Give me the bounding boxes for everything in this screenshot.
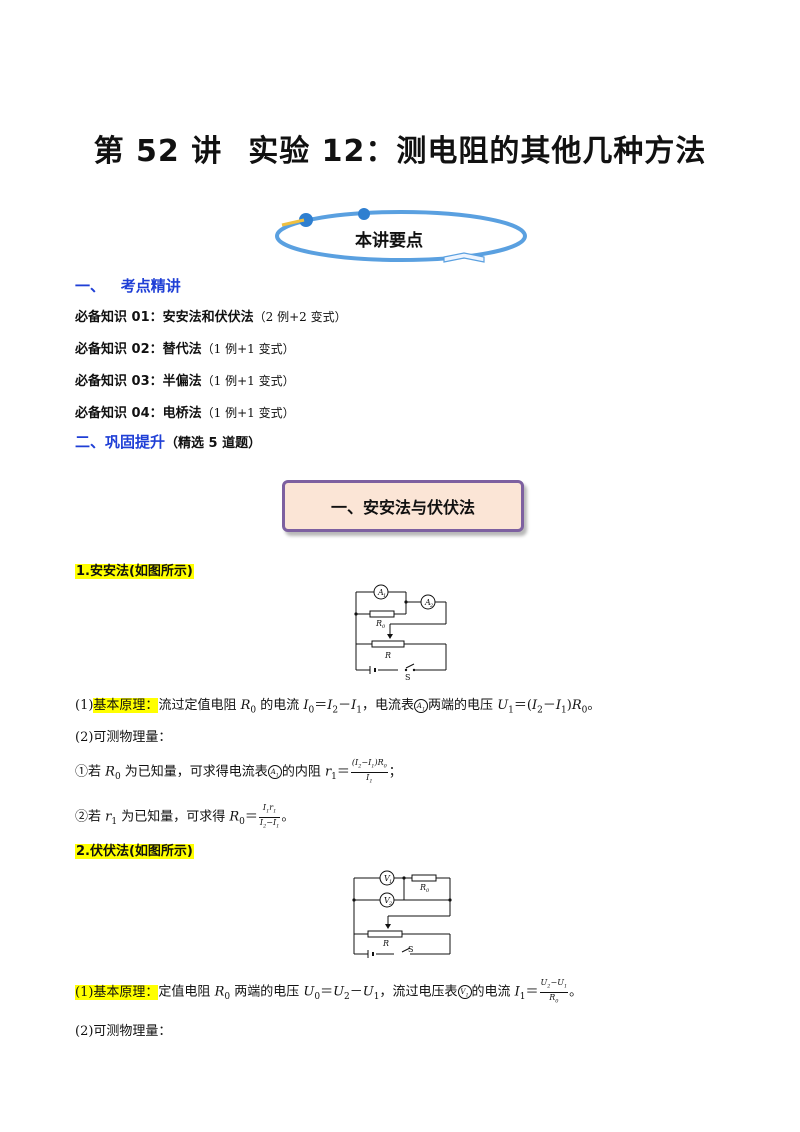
- keypoints-dot: [358, 208, 370, 220]
- svg-text:R: R: [384, 651, 391, 660]
- knowledge-item-1: 必备知识 01：安安法和伏伏法（2 例+2 变式）: [75, 310, 347, 325]
- svg-text:A: A: [377, 588, 384, 597]
- svg-text:A: A: [424, 598, 431, 607]
- book-icon: [443, 252, 485, 263]
- keypoints-label: 本讲要点: [355, 231, 423, 251]
- knowledge-item-2: 必备知识 02：替代法（1 例+1 变式）: [75, 342, 295, 357]
- section-heading-1: 一、 考点精讲: [75, 277, 181, 295]
- keypoints-accent: [281, 218, 305, 227]
- svg-text:S: S: [405, 673, 410, 680]
- ammeter-a1-icon: A1: [414, 698, 429, 713]
- method-2-heading: 2.伏伏法(如图所示): [75, 844, 194, 859]
- svg-text:2: 2: [388, 901, 392, 907]
- svg-text:V: V: [384, 896, 391, 905]
- svg-text:0: 0: [382, 624, 386, 630]
- keypoints-dot: [299, 213, 313, 227]
- svg-text:R: R: [419, 883, 426, 892]
- svg-text:V: V: [384, 874, 391, 883]
- section-heading-2: 二、巩固提升（精选 5 道题）: [75, 433, 262, 451]
- section-banner: 一、安安法与伏伏法: [282, 480, 524, 532]
- voltmeter-v1: [379, 870, 395, 886]
- method-1-heading: 1.安安法(如图所示): [75, 564, 194, 579]
- voltmeter-v2: [379, 892, 395, 908]
- keypoints-oval: [275, 210, 527, 262]
- svg-text:2: 2: [429, 603, 433, 609]
- ammeter-a1: [373, 584, 389, 600]
- svg-text:1: 1: [383, 593, 386, 599]
- knowledge-item-3: 必备知识 03：半偏法（1 例+1 变式）: [75, 374, 295, 389]
- svg-text:R: R: [375, 619, 382, 628]
- method-1-measurable: (2)可测物理量：: [75, 730, 172, 745]
- knowledge-item-4: 必备知识 04：电桥法（1 例+1 变式）: [75, 406, 295, 421]
- svg-text:0: 0: [426, 888, 430, 894]
- ammeter-a1-icon: A1: [267, 765, 282, 780]
- ammeter-a2: [420, 594, 436, 610]
- page-title: 第 52 讲实验 12：测电阻的其他几种方法: [93, 134, 707, 169]
- voltmeter-v1-icon: V1: [457, 985, 472, 1000]
- keypoints-graphic: [275, 208, 527, 263]
- svg-text:S: S: [408, 945, 413, 954]
- svg-text:1: 1: [389, 879, 392, 885]
- method-2-measurable: (2)可测物理量：: [75, 1024, 172, 1039]
- svg-text:R: R: [382, 939, 389, 948]
